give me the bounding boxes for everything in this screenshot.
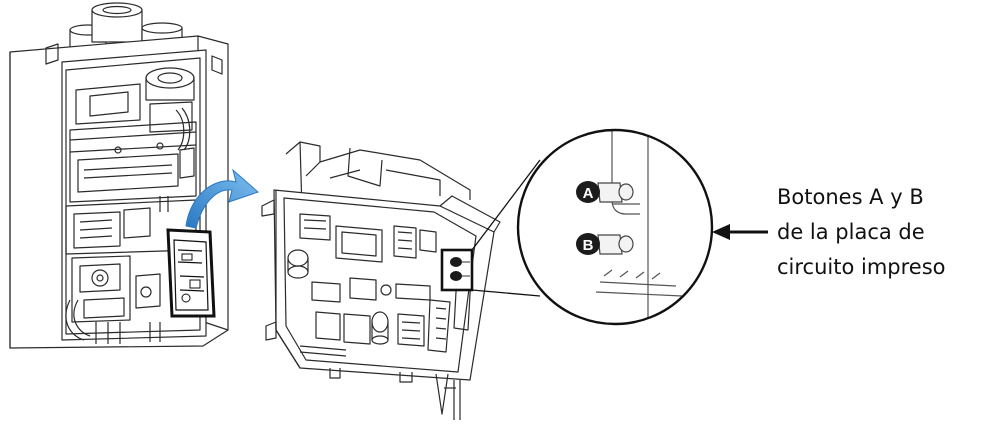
button-a: A	[576, 181, 634, 203]
callout-caption: Botones A y B de la placa de circuito im…	[777, 180, 977, 285]
unit-pcb-box	[166, 228, 216, 318]
buttons-highlight-box	[440, 248, 474, 292]
button-b-label: B	[583, 237, 594, 254]
removal-arrow-blue	[185, 168, 259, 229]
magnifier-detail: A B	[516, 128, 714, 326]
callout-line-2: de la placa de	[777, 220, 925, 244]
callout-line-1: Botones A y B	[777, 185, 924, 209]
magnifier-connector-lines	[471, 159, 541, 297]
callout-line-3: circuito impreso	[777, 255, 946, 279]
pointer-arrow	[712, 224, 768, 240]
button-b: B	[576, 233, 634, 255]
pcb-assembly	[261, 141, 501, 420]
button-a-label: A	[583, 185, 594, 202]
